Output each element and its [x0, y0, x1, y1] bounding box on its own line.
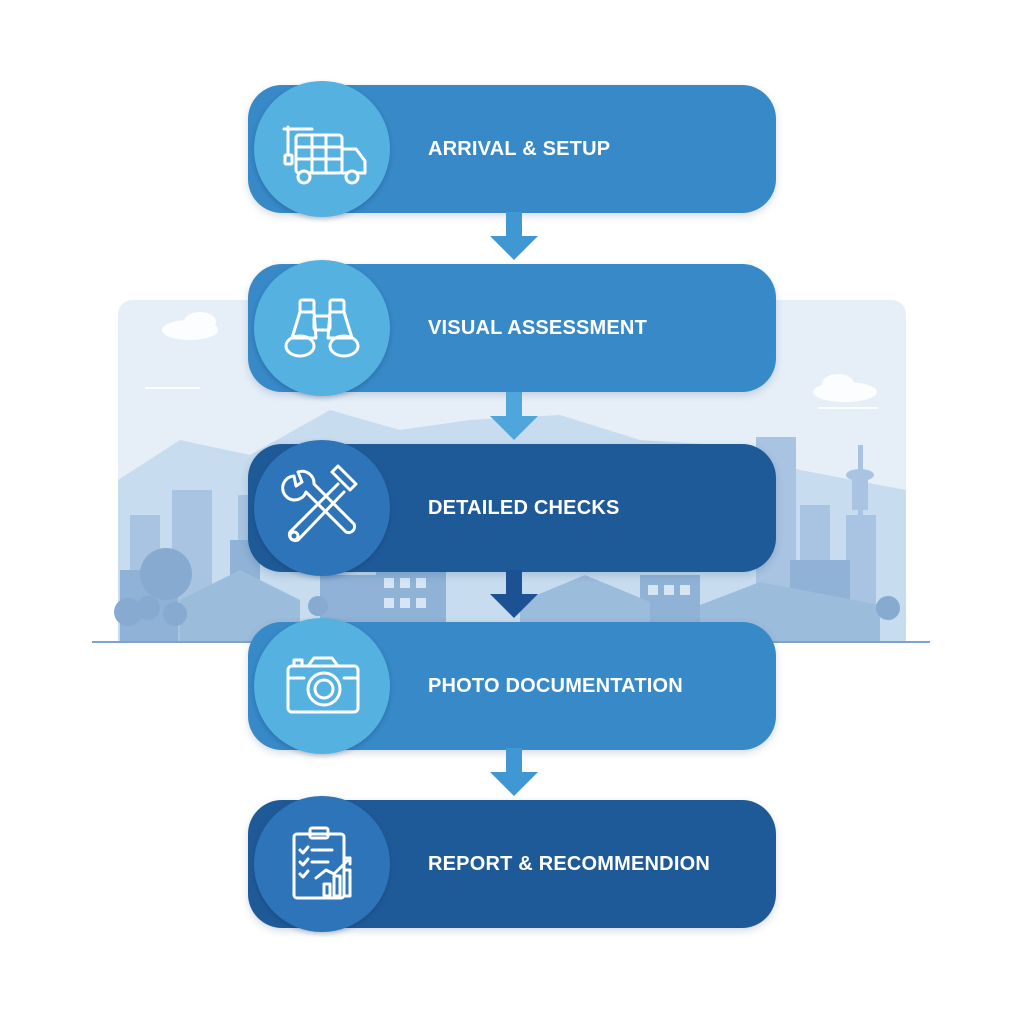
- arrow-down-icon: [490, 212, 538, 260]
- clipboard-chart-icon: [292, 826, 352, 900]
- step-icon-circle: [254, 796, 390, 932]
- arrow-down-icon: [490, 570, 538, 618]
- step-report-recommendation: REPORT & RECOMMENDION: [248, 796, 776, 932]
- step-arrival-setup: ARRIVAL & SETUP: [248, 81, 776, 217]
- step-icon-circle: [254, 440, 390, 576]
- step-icon-circle: [254, 618, 390, 754]
- camera-icon: [286, 656, 360, 714]
- step-label: DETAILED CHECKS: [428, 497, 620, 519]
- binoculars-icon: [284, 298, 360, 358]
- step-detailed-checks: DETAILED CHECKS: [248, 440, 776, 576]
- step-icon-circle: [254, 260, 390, 396]
- wrench-hammer-icon: [281, 464, 358, 543]
- arrow-down-icon: [490, 748, 538, 796]
- step-label: VISUAL ASSESSMENT: [428, 317, 647, 339]
- step-icon-circle: [254, 81, 390, 217]
- step-label: ARRIVAL & SETUP: [428, 138, 611, 160]
- step-photo-documentation: PHOTO DOCUMENTATION: [248, 618, 776, 754]
- truck-icon: [282, 125, 367, 185]
- arrow-down-icon: [490, 392, 538, 440]
- step-label: PHOTO DOCUMENTATION: [428, 675, 683, 697]
- step-label: REPORT & RECOMMENDION: [428, 853, 710, 875]
- step-visual-assessment: VISUAL ASSESSMENT: [248, 260, 776, 396]
